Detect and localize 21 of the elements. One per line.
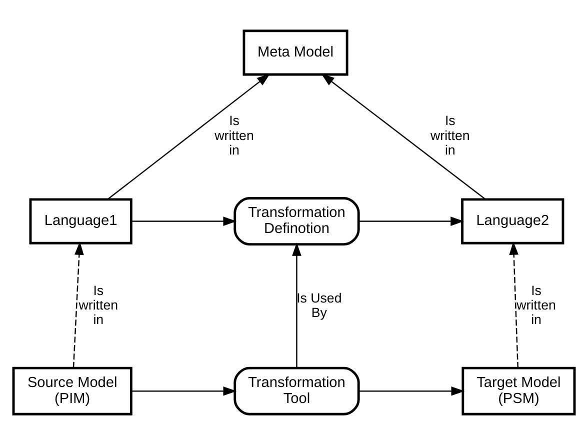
arrow (358, 386, 465, 396)
edge-label: Is written in (214, 113, 254, 158)
node-box: Transformation Definotion (234, 197, 360, 246)
arrow (107, 73, 270, 200)
node-box: Target Model (PSM) (462, 366, 576, 416)
arrow (132, 386, 237, 396)
node-box: Language2 (461, 198, 564, 244)
edge-label: Is written in (516, 283, 556, 328)
edge-label: Is written in (78, 283, 118, 328)
arrow (509, 242, 519, 368)
node-box: Meta Model (242, 30, 348, 76)
arrow (358, 216, 464, 226)
arrow (292, 242, 302, 368)
arrow (72, 242, 84, 368)
edge-label: Is written in (430, 113, 470, 158)
node-box: Transformation Tool (234, 366, 360, 416)
node-box: Source Model (PIM) (12, 366, 132, 416)
arrow (321, 73, 486, 200)
edge-label: Is Used By (296, 290, 342, 320)
arrow (131, 216, 237, 226)
node-box: Language1 (29, 198, 132, 244)
